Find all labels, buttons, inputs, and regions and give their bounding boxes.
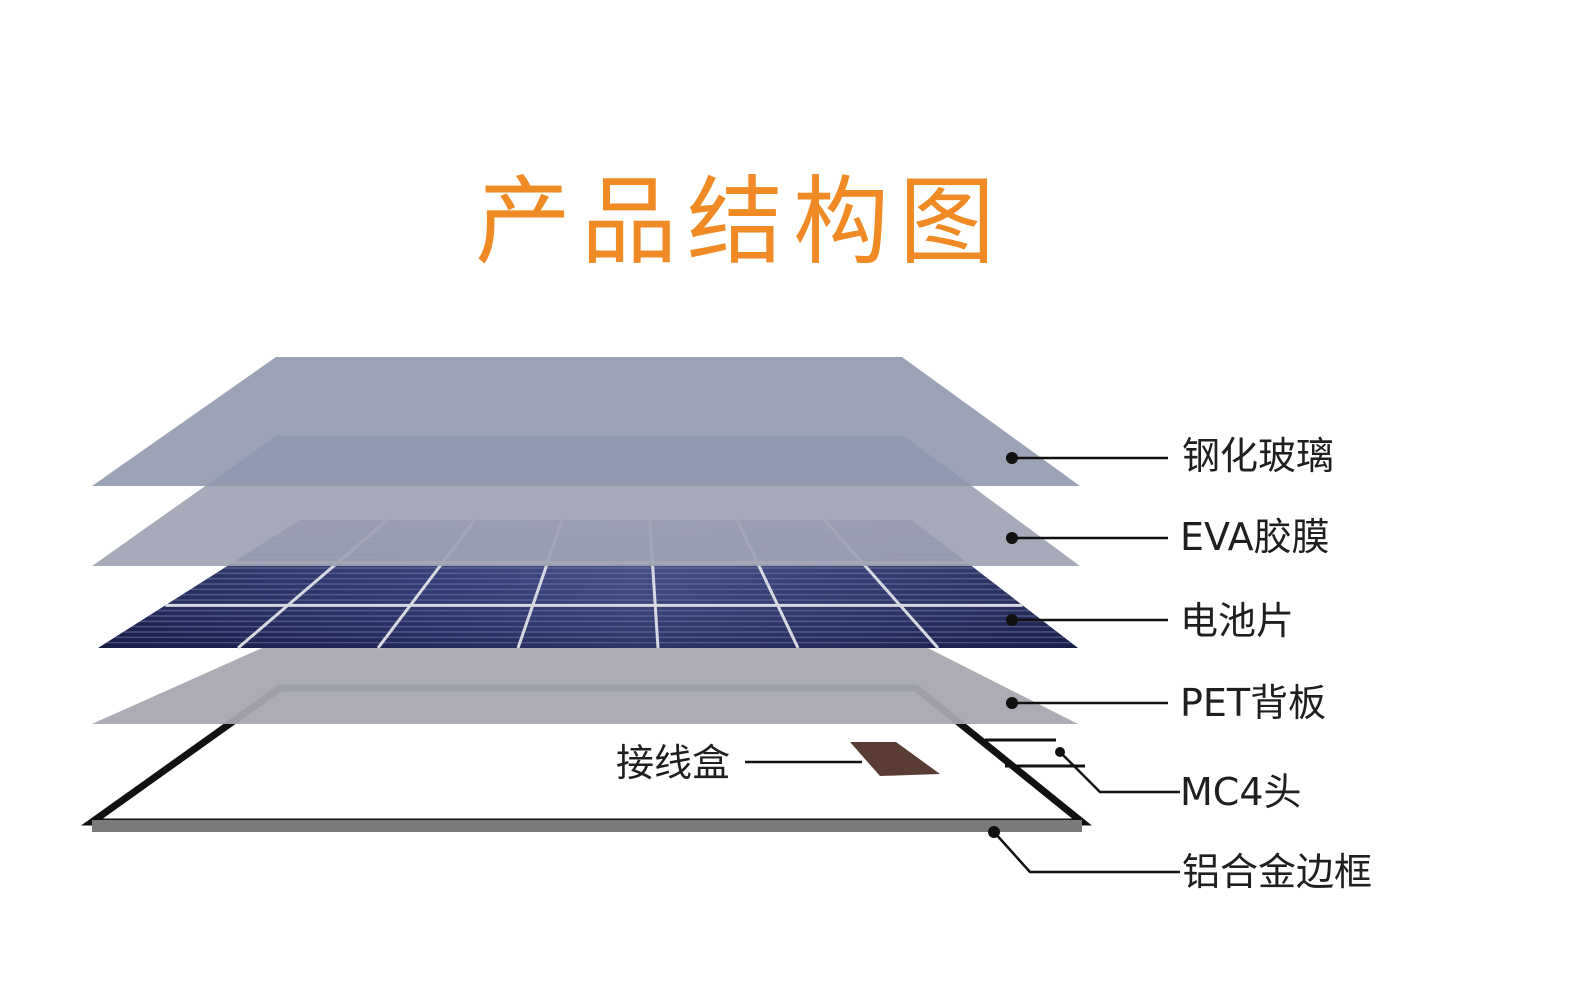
callout-junction-box: 接线盒 [616,741,862,785]
label-aluminum-frame: 铝合金边框 [1182,850,1372,894]
diagram-title: 产品结构图 [475,166,1005,278]
tempered-glass-layer [92,357,1080,486]
label-junction-box: 接线盒 [616,741,730,785]
callout-cells: 电池片 [1006,599,1294,643]
callout-backsheet: PET背板 [1006,681,1326,725]
label-mc4-connector: MC4头 [1180,770,1302,814]
label-tempered-glass: 钢化玻璃 [1182,434,1334,478]
pet-backsheet-layer [92,640,1078,724]
label-pet-backsheet: PET背板 [1180,681,1326,725]
callout-eva: EVA胶膜 [1006,515,1330,559]
callout-mc4: MC4头 [1055,747,1302,814]
callout-frame: 铝合金边框 [988,826,1372,894]
label-eva-film: EVA胶膜 [1180,515,1330,559]
label-solar-cells: 电池片 [1180,599,1294,643]
junction-box [850,742,940,776]
mc4-connector-cables [985,738,1085,768]
callout-glass: 钢化玻璃 [1006,434,1334,478]
